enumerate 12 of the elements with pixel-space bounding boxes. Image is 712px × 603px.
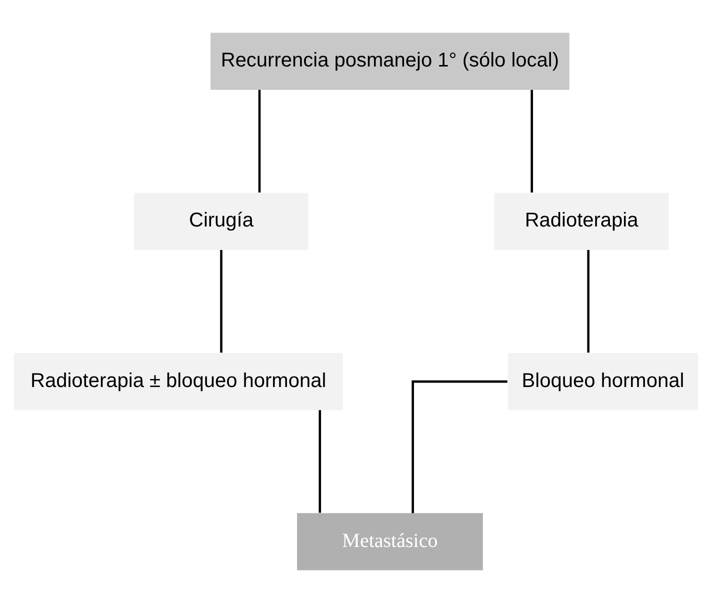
connector: [530, 90, 533, 193]
node-box: Radioterapia: [494, 192, 669, 250]
node-box: Radioterapia ± bloqueo hormonal: [14, 352, 343, 410]
node-box: Recurrencia posmanejo 1° (sólo local): [210, 32, 570, 90]
node-box: Cirugía: [134, 192, 308, 250]
connector: [258, 90, 261, 193]
connector: [587, 250, 590, 353]
connector: [318, 410, 322, 513]
connector: [412, 380, 508, 514]
connector: [220, 250, 222, 353]
node-box: Bloqueo hormonal: [508, 352, 698, 410]
node-box: Metastásico: [297, 513, 483, 570]
